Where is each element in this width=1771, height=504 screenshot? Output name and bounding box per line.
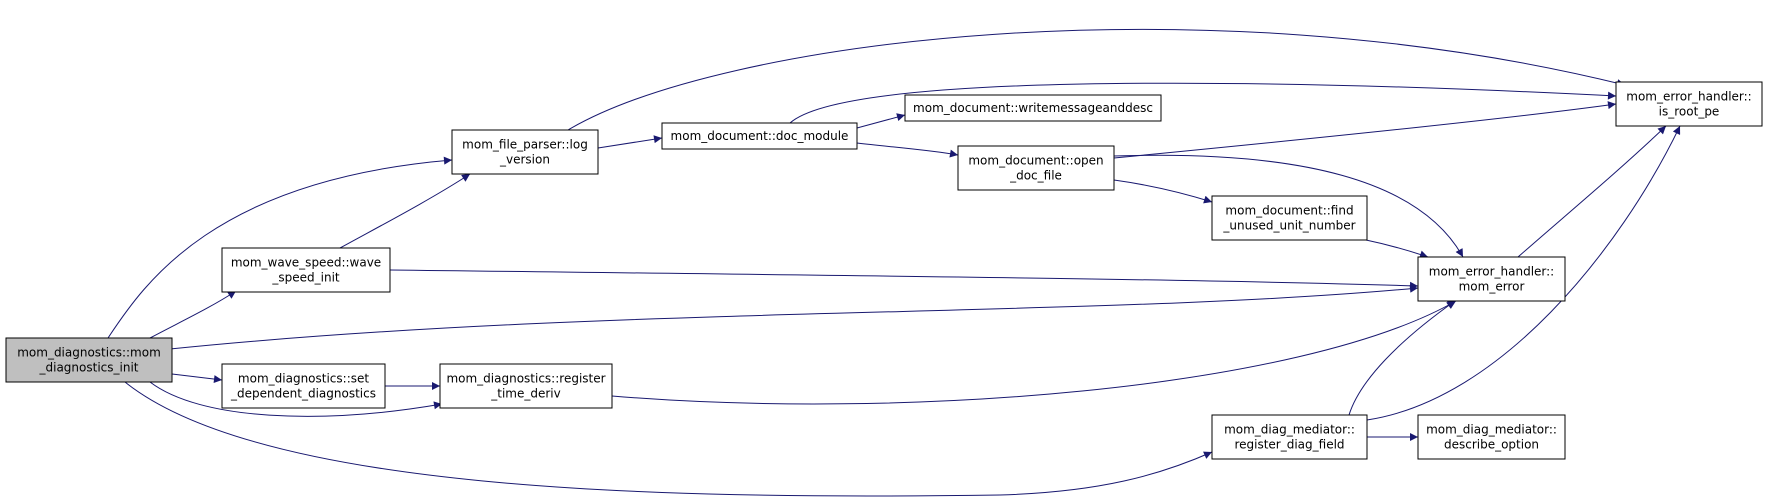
node-find[interactable]: mom_document::find_unused_unit_number bbox=[1211, 195, 1368, 241]
edge-line bbox=[856, 142, 959, 158]
node-label-line: mom_error_handler:: bbox=[1626, 90, 1751, 104]
node-label-line: _speed_init bbox=[271, 271, 340, 285]
node-label-line: _version bbox=[499, 153, 550, 167]
node-box bbox=[451, 129, 599, 175]
node-label-line: _time_deriv bbox=[490, 387, 560, 401]
node-regtd[interactable]: mom_diagnostics::register_time_deriv bbox=[439, 363, 613, 409]
node-label-line: mom_diagnostics::register bbox=[446, 372, 605, 386]
node-label-line: describe_option bbox=[1444, 438, 1539, 452]
edge-root-to-setdep bbox=[171, 373, 223, 384]
node-label-line: mom_wave_speed::wave bbox=[231, 256, 381, 270]
edge-line bbox=[789, 82, 1617, 124]
node-wmad[interactable]: mom_document::writemessageanddesc bbox=[904, 94, 1162, 122]
edge-open-to-isroot bbox=[1113, 101, 1617, 159]
edge-root-to-wave bbox=[149, 290, 237, 339]
edge-line bbox=[1113, 154, 1464, 258]
node-box bbox=[1417, 256, 1566, 302]
edge-line bbox=[1365, 239, 1429, 259]
node-label-line: is_root_pe bbox=[1659, 105, 1720, 119]
edge-open-to-find bbox=[1113, 179, 1213, 204]
node-box bbox=[1211, 195, 1368, 241]
edge-docmod-to-isroot bbox=[789, 82, 1617, 124]
edge-root-to-regtd bbox=[149, 381, 443, 417]
edge-line bbox=[597, 135, 663, 149]
node-label-line: _unused_unit_number bbox=[1222, 219, 1355, 233]
edge-line bbox=[149, 290, 237, 339]
node-label-line: mom_diagnostics::mom bbox=[17, 346, 161, 360]
edge-line bbox=[389, 269, 1419, 290]
node-box bbox=[957, 145, 1115, 191]
nodes: mom_diagnostics::mom_diagnostics_initmom… bbox=[5, 81, 1763, 460]
node-root[interactable]: mom_diagnostics::mom_diagnostics_init bbox=[5, 337, 173, 383]
edge-find-to-momerr bbox=[1365, 239, 1429, 259]
node-label-line: mom_error bbox=[1459, 280, 1525, 294]
edge-rdf-to-isroot bbox=[1366, 125, 1681, 421]
node-label-line: register_diag_field bbox=[1234, 438, 1344, 452]
node-wave[interactable]: mom_wave_speed::wave_speed_init bbox=[221, 247, 391, 293]
node-label-line: _dependent_diagnostics bbox=[230, 387, 376, 401]
edge-rdf-to-momerr bbox=[1348, 300, 1456, 416]
node-momerr[interactable]: mom_error_handler::mom_error bbox=[1417, 256, 1566, 302]
edge-root-to-rdf bbox=[124, 381, 1213, 497]
edge-momerr-to-isroot bbox=[1517, 125, 1667, 258]
edge-regtd-to-momerr bbox=[611, 300, 1457, 405]
node-box bbox=[661, 122, 858, 150]
edge-docmod-to-open bbox=[856, 142, 959, 158]
edge-root-to-momerr bbox=[169, 284, 1419, 350]
node-setdep[interactable]: mom_diagnostics::set_dependent_diagnosti… bbox=[221, 363, 386, 409]
edge-line bbox=[1113, 179, 1213, 204]
node-box bbox=[1211, 414, 1368, 460]
edge-docmod-to-wmad bbox=[856, 113, 906, 129]
edge-wave-to-logver bbox=[339, 173, 471, 249]
edge-line bbox=[567, 28, 1626, 131]
edge-line bbox=[171, 373, 223, 384]
edge-line bbox=[107, 156, 453, 339]
node-label-line: mom_file_parser::log bbox=[462, 138, 588, 152]
node-isroot[interactable]: mom_error_handler::is_root_pe bbox=[1615, 81, 1763, 127]
node-box bbox=[221, 363, 386, 409]
edge-line bbox=[1113, 101, 1617, 159]
node-box bbox=[1417, 414, 1566, 460]
node-box bbox=[439, 363, 613, 409]
node-label-line: mom_error_handler:: bbox=[1429, 265, 1554, 279]
edge-line bbox=[856, 113, 906, 129]
edge-line bbox=[169, 284, 1419, 350]
node-label-line: mom_diag_mediator:: bbox=[1426, 423, 1557, 437]
edge-logver-to-docmod bbox=[597, 135, 663, 149]
edge-root-to-logver bbox=[107, 156, 453, 339]
node-rdf[interactable]: mom_diag_mediator::register_diag_field bbox=[1211, 414, 1368, 460]
edge-open-to-momerr bbox=[1113, 154, 1464, 258]
node-label-line: mom_diagnostics::set bbox=[238, 372, 369, 386]
node-label-line: _doc_file bbox=[1009, 169, 1062, 183]
node-box bbox=[904, 94, 1162, 122]
node-open[interactable]: mom_document::open_doc_file bbox=[957, 145, 1115, 191]
node-desc[interactable]: mom_diag_mediator::describe_option bbox=[1417, 414, 1566, 460]
node-label-line: mom_document::open bbox=[968, 154, 1103, 168]
edge-line bbox=[1348, 300, 1456, 416]
edge-line bbox=[149, 381, 443, 417]
node-box bbox=[221, 247, 391, 293]
node-logver[interactable]: mom_file_parser::log_version bbox=[451, 129, 599, 175]
edge-logver-to-isroot bbox=[567, 28, 1626, 131]
node-box bbox=[5, 337, 173, 383]
node-label-line: mom_document::writemessageanddesc bbox=[913, 101, 1153, 115]
node-docmod[interactable]: mom_document::doc_module bbox=[661, 122, 858, 150]
edge-line bbox=[124, 381, 1213, 497]
node-label-line: _diagnostics_init bbox=[39, 361, 139, 375]
node-label-line: mom_diag_mediator:: bbox=[1224, 423, 1355, 437]
node-box bbox=[1615, 81, 1763, 127]
edge-line bbox=[611, 300, 1457, 405]
edge-line bbox=[339, 173, 471, 249]
edges bbox=[107, 28, 1681, 497]
node-label-line: mom_document::doc_module bbox=[671, 129, 849, 143]
edge-line bbox=[1366, 125, 1681, 421]
edge-wave-to-momerr bbox=[389, 269, 1419, 290]
edge-line bbox=[1517, 125, 1667, 258]
node-label-line: mom_document::find bbox=[1225, 204, 1353, 218]
